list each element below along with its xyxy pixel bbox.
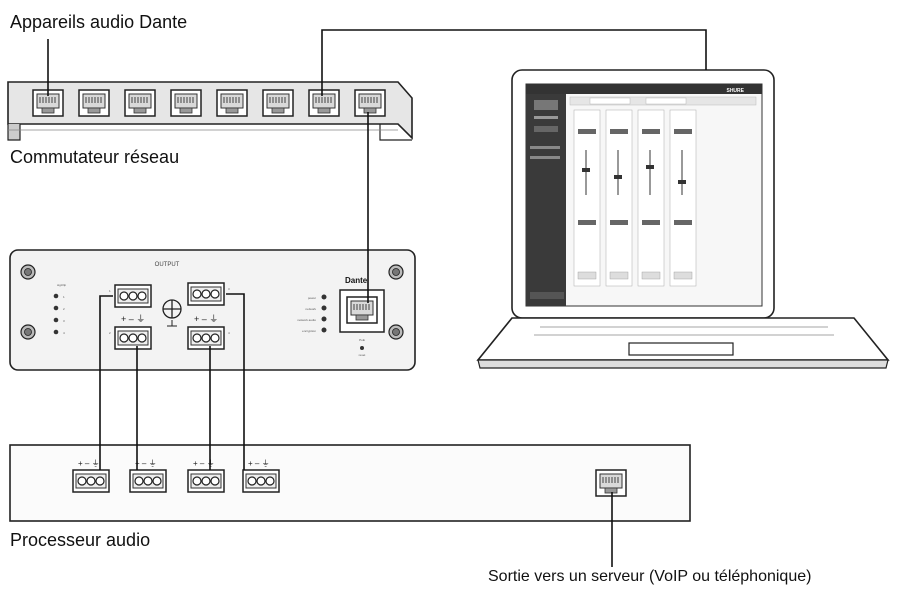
status-label: network audio: [297, 318, 316, 322]
ground-symbol-icon: [162, 299, 182, 327]
label-server-output: Sortie vers un serveur (VoIP ou téléphon…: [488, 568, 811, 585]
trackpad: [628, 342, 734, 356]
terminal-number: 4: [228, 331, 230, 335]
processor-input-1: [72, 469, 110, 493]
processor-input-4: [242, 469, 280, 493]
processor-input-3: [187, 469, 225, 493]
audio-processor: + – ⏚ + – ⏚ + – ⏚ + – ⏚: [9, 444, 691, 522]
switch-port-6: [262, 89, 294, 117]
laptop-screen-software: SHURE: [526, 84, 762, 306]
port-label: PoE: [359, 338, 365, 342]
label-network-switch: Commutateur réseau: [10, 147, 179, 167]
terminal-number: 1: [109, 289, 111, 293]
dante-ethernet-port: [346, 296, 378, 324]
channel-strips: [573, 109, 697, 287]
screw-icon: [20, 264, 36, 280]
channel-number: 1: [63, 295, 65, 299]
channel-indicators: sig/clip 1 2 3 4: [53, 283, 67, 335]
status-label: encryption: [302, 329, 316, 333]
channel-number: 3: [63, 319, 65, 323]
switch-port-4: [170, 89, 202, 117]
polarity-marks: + – ⏚: [194, 314, 218, 324]
cable-switch-to-laptop: [321, 29, 707, 96]
switch-port-8: [354, 89, 386, 117]
channel-number: 4: [63, 331, 65, 335]
cables: [47, 29, 707, 567]
status-led: [321, 294, 327, 300]
status-label: power: [308, 296, 316, 300]
switch-port-3: [124, 89, 156, 117]
status-led: [321, 327, 327, 333]
polarity-marks: + – ⏚: [135, 459, 157, 468]
output-terminal-1: [114, 284, 152, 308]
channel-led: [53, 317, 59, 323]
screw-icon: [388, 264, 404, 280]
processor-inputs: + – ⏚ + – ⏚ + – ⏚ + – ⏚: [72, 459, 280, 493]
label-audio-processor: Processeur audio: [10, 530, 150, 550]
switch-port-2: [78, 89, 110, 117]
terminal-number: 3: [228, 287, 230, 291]
terminal-number: 2: [109, 331, 111, 335]
channel-led: [53, 305, 59, 311]
label-dante-devices: Appareils audio Dante: [10, 12, 187, 32]
channel-led: [53, 329, 59, 335]
switch-port-5: [216, 89, 248, 117]
cable-output-1: [99, 295, 113, 470]
reset-button: [360, 346, 364, 350]
network-switch: [7, 81, 413, 141]
channel-indicators-heading: sig/clip: [57, 283, 67, 287]
dante-logo: Dante: [345, 276, 368, 285]
output-terminals: 1 2 3 4 + – ⏚ + – ⏚: [109, 282, 230, 350]
output-title: OUTPUT: [155, 262, 180, 268]
software-sidebar: [526, 94, 566, 306]
status-leds: power network network audio encryption: [297, 294, 327, 333]
laptop: SHURE: [476, 69, 890, 369]
status-label: network: [305, 307, 316, 311]
output-terminal-3: [187, 282, 225, 306]
channel-led: [53, 293, 59, 299]
status-led: [321, 316, 327, 322]
polarity-marks: + – ⏚: [248, 459, 270, 468]
output-terminal-4: [187, 326, 225, 350]
screw-icon: [20, 324, 36, 340]
screw-icon: [388, 324, 404, 340]
processor-ethernet-port: [595, 469, 627, 497]
switch-port-7: [308, 89, 340, 117]
cable-output-3: [226, 293, 245, 470]
polarity-marks: + – ⏚: [78, 459, 100, 468]
status-led: [321, 305, 327, 311]
polarity-marks: + – ⏚: [193, 459, 215, 468]
audio-interface: OUTPUT sig/clip 1 2 3 4 1 2 3 4 + – ⏚ + …: [9, 249, 416, 371]
channel-number: 2: [63, 307, 65, 311]
brand-logo: SHURE: [726, 88, 744, 94]
polarity-marks: + – ⏚: [121, 314, 145, 324]
output-terminal-2: [114, 326, 152, 350]
processor-input-2: [129, 469, 167, 493]
reset-label: reset: [359, 353, 366, 357]
